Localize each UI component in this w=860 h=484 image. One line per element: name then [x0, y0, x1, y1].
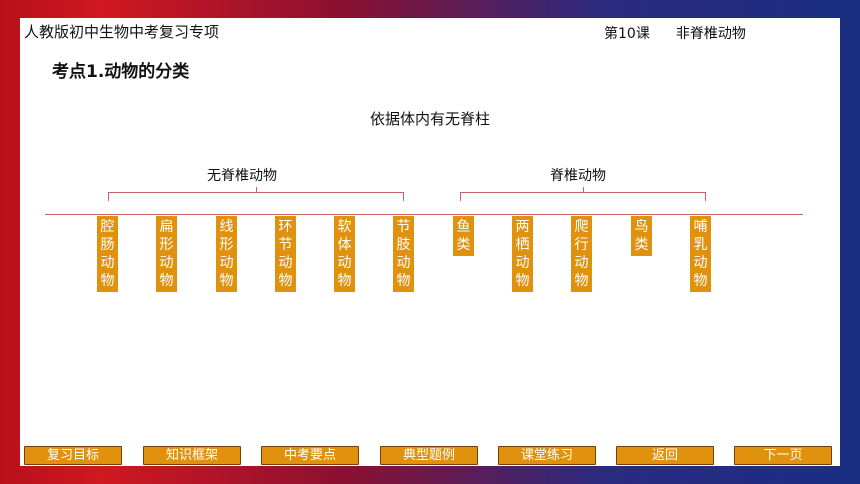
group-vertebrates: 脊椎动物 — [550, 168, 606, 184]
course-title: 人教版初中生物中考复习专项 — [24, 23, 220, 41]
slide-canvas — [20, 18, 840, 466]
nav-button-examples[interactable]: 典型题例 — [380, 446, 478, 465]
nav-button-review-goals[interactable]: 复习目标 — [24, 446, 122, 465]
bracket-invertebrates — [108, 187, 404, 201]
topic-title: 考点1.动物的分类 — [52, 62, 190, 82]
category-tag: 节肢动物 — [393, 216, 414, 292]
nav-button-exam-points[interactable]: 中考要点 — [261, 446, 359, 465]
category-tag: 爬行动物 — [571, 216, 592, 292]
nav-button-back[interactable]: 返回 — [616, 446, 714, 465]
category-tag: 鸟类 — [631, 216, 652, 256]
group-invertebrates: 无脊椎动物 — [207, 168, 277, 184]
nav-button-knowledge-map[interactable]: 知识框架 — [143, 446, 241, 465]
category-tag: 线形动物 — [216, 216, 237, 292]
bracket-vertebrates — [460, 187, 706, 201]
category-tag: 环节动物 — [275, 216, 296, 292]
category-tag: 鱼类 — [453, 216, 474, 256]
category-tag: 哺乳动物 — [690, 216, 711, 292]
divider-line — [45, 214, 803, 215]
category-tag: 软体动物 — [334, 216, 355, 292]
category-tag: 两栖动物 — [512, 216, 533, 292]
category-tag: 腔肠动物 — [97, 216, 118, 292]
classification-criterion: 依据体内有无脊柱 — [369, 110, 490, 128]
nav-bar: 复习目标 知识框架 中考要点 典型题例 课堂练习 返回 下一页 — [24, 446, 836, 465]
lesson-name: 非脊椎动物 — [675, 26, 746, 42]
lesson-number: 第10课 — [604, 26, 650, 42]
nav-button-practice[interactable]: 课堂练习 — [498, 446, 596, 465]
category-tag: 扁形动物 — [156, 216, 177, 292]
lesson-heading: 第10课 非脊椎动物 — [604, 23, 772, 43]
nav-button-next[interactable]: 下一页 — [734, 446, 832, 465]
